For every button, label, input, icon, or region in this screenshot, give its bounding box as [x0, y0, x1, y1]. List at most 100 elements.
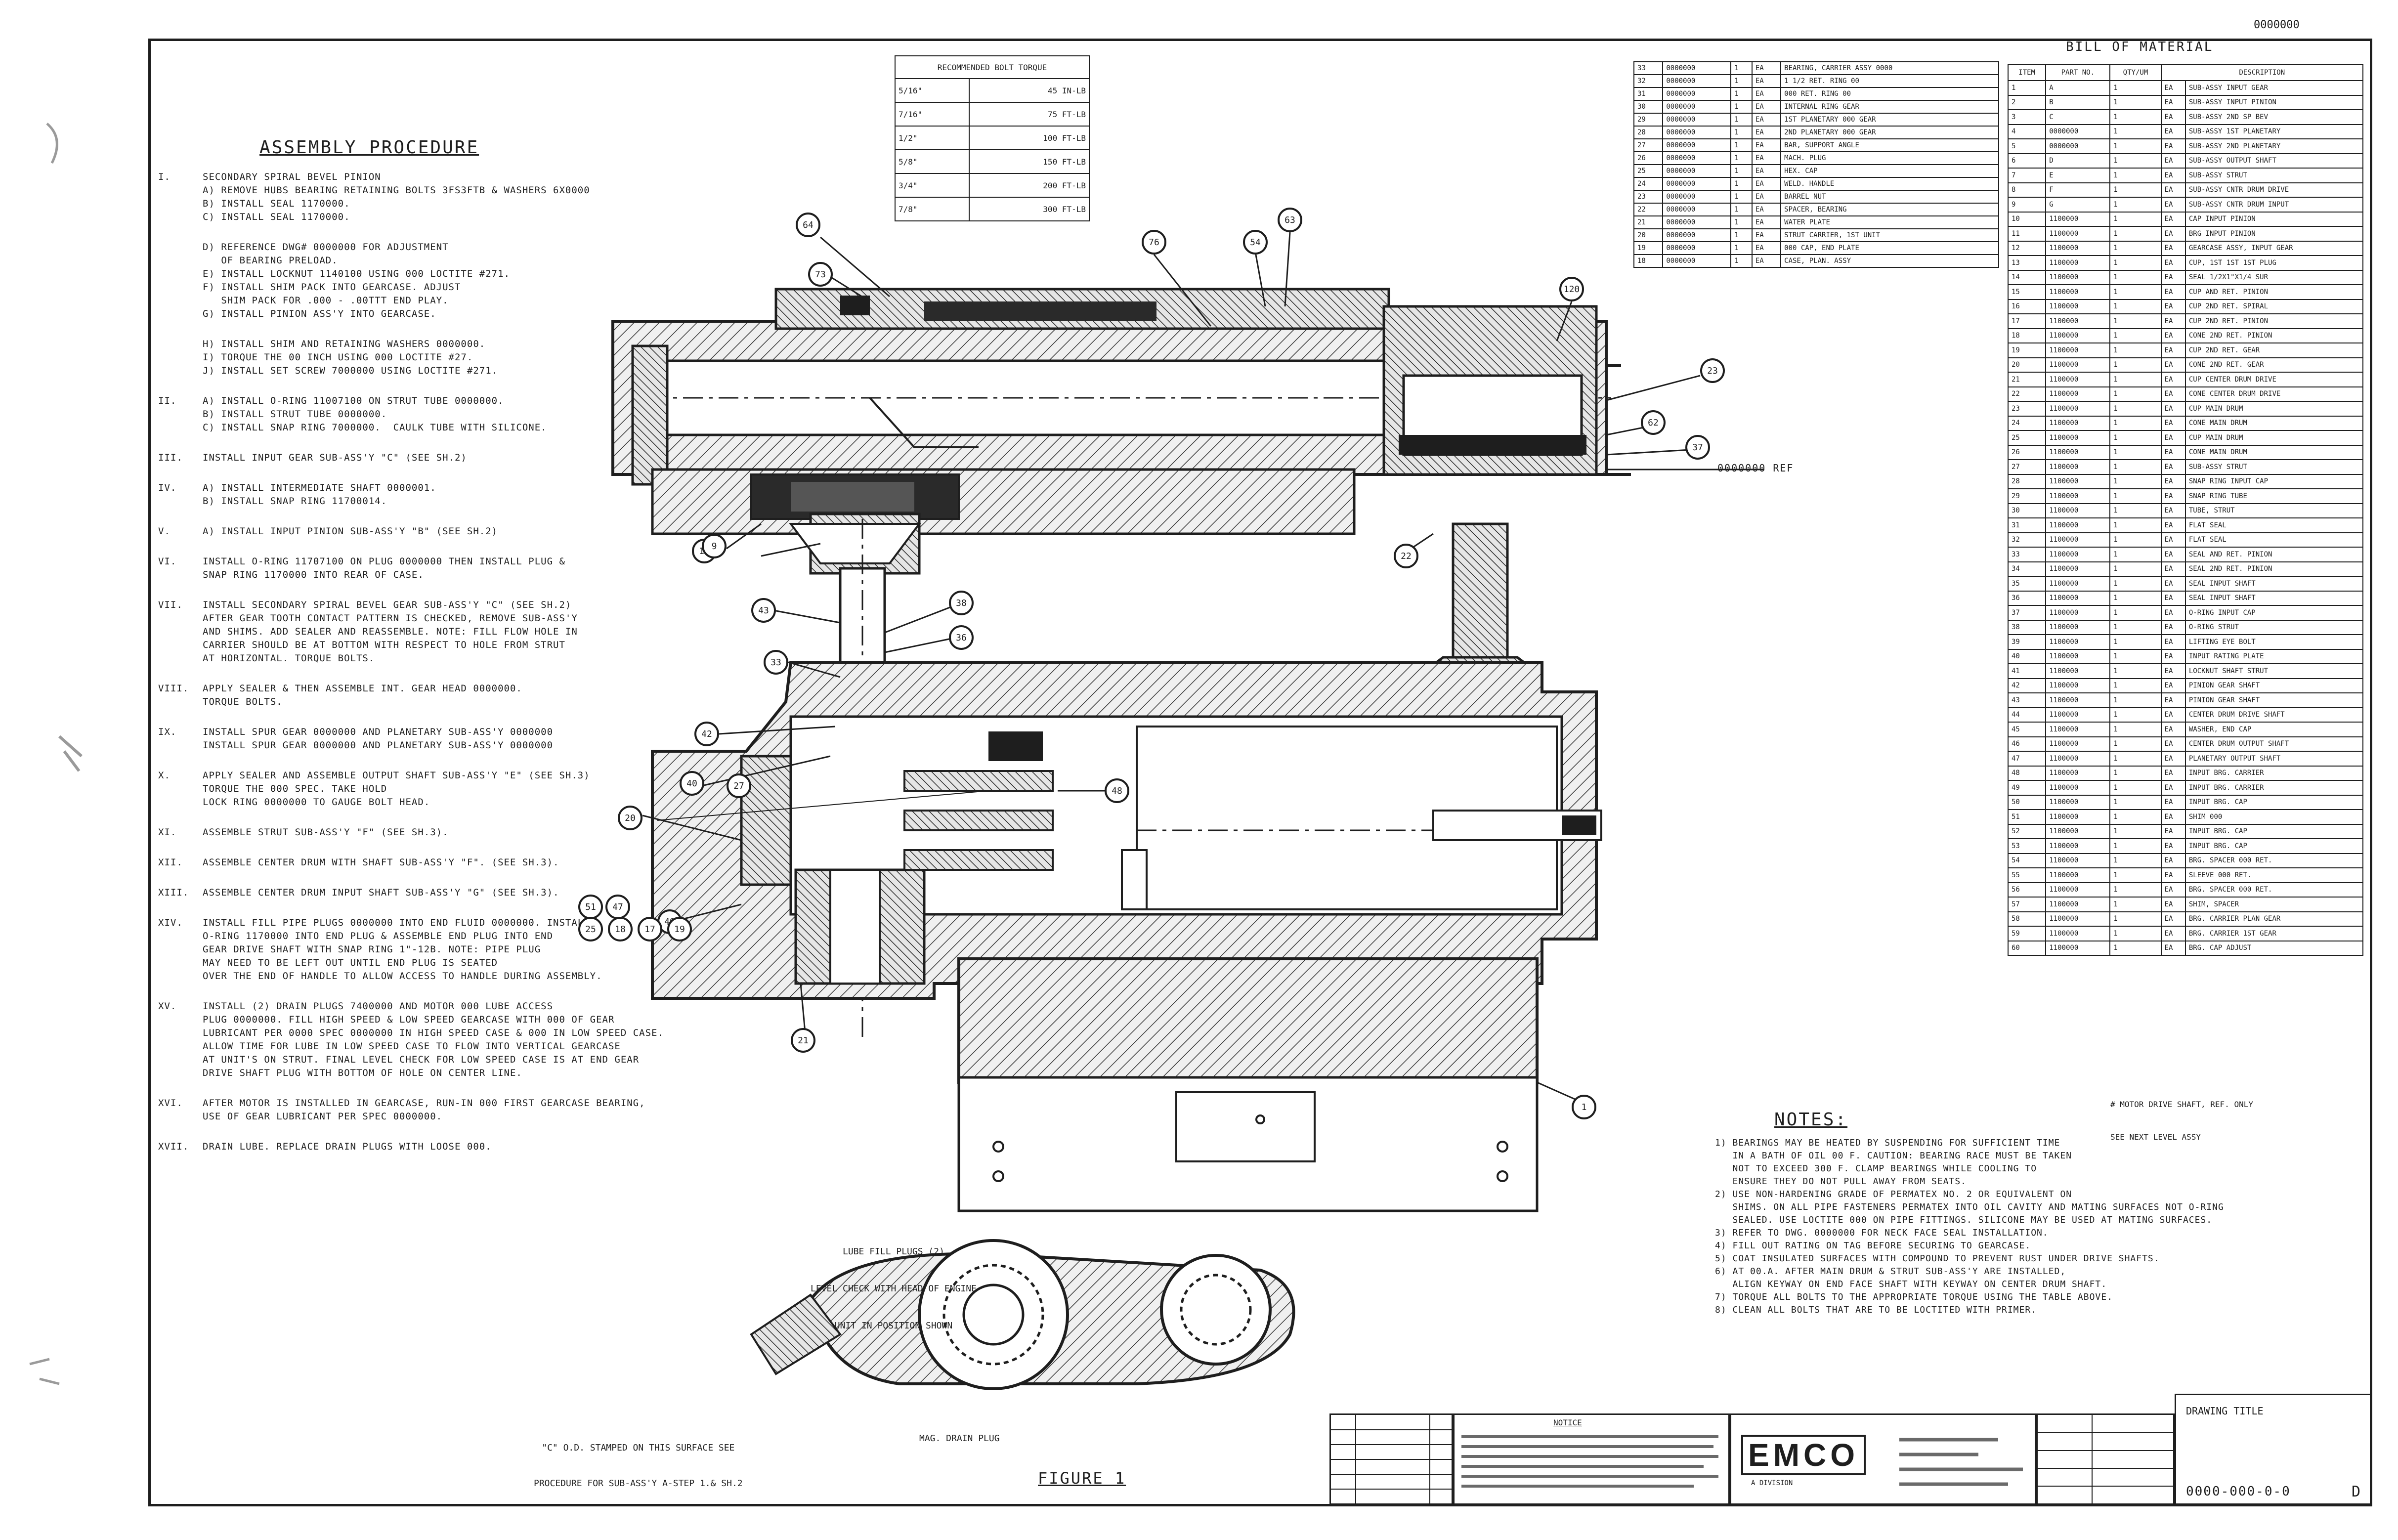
- bom-cell: 12: [2007, 240, 2047, 256]
- bom-cell: 0000000: [1662, 100, 1732, 114]
- bom-cell: 1: [2109, 707, 2162, 723]
- bom-cell: LIFTING EYE BOLT: [2184, 634, 2364, 650]
- bom-cell: GEARCASE ASSY, INPUT GEAR: [2184, 240, 2364, 256]
- approval-block: [2036, 1413, 2175, 1505]
- bom-cell: CASE, PLAN. ASSY: [1780, 254, 1999, 268]
- step-line: LOCK RING 0000000 TO GAUGE BOLT HEAD.: [203, 797, 430, 808]
- bom-cell: 1: [2109, 138, 2162, 154]
- note-line: 1) BEARINGS MAY BE HEATED BY SUSPENDING …: [1715, 1138, 2060, 1148]
- bom-cell: 1: [1730, 61, 1753, 75]
- bom-cell: 1: [2109, 692, 2162, 708]
- step-line: INSTALL SECONDARY SPIRAL BEVEL GEAR SUB-…: [203, 599, 572, 610]
- upper-housing: [611, 288, 1631, 486]
- bom-cell: 1: [2109, 284, 2162, 300]
- bom-cell: 1: [1730, 138, 1753, 152]
- callout-balloon: 62: [1641, 410, 1666, 435]
- bom-cell: EA: [1751, 151, 1782, 165]
- bom-header-cell: DESCRIPTION: [2160, 64, 2364, 81]
- note-line: ENSURE THEY DO NOT PULL AWAY FROM SEATS.: [1715, 1176, 1967, 1187]
- bom-cell: EA: [2160, 663, 2186, 679]
- bom-cell: EA: [2160, 897, 2186, 912]
- note-line: 7) TORQUE ALL BOLTS TO THE APPROPRIATE T…: [1715, 1292, 2113, 1302]
- step-line: INSTALL (2) DRAIN PLUGS 7400000 AND MOTO…: [203, 1001, 554, 1012]
- procedure-step: II.A) INSTALL O-RING 11007100 ON STRUT T…: [158, 394, 727, 434]
- step-line: CARRIER SHOULD BE AT BOTTOM WITH RESPECT…: [203, 640, 565, 650]
- bom-cell: 49: [2007, 780, 2047, 796]
- torque-row: 5/8"150 FT-LB: [895, 149, 1090, 174]
- bom-cell: 1100000: [2045, 328, 2111, 343]
- notes-title: NOTES:: [1774, 1110, 1848, 1130]
- torque-value: 150 FT-LB: [968, 149, 1090, 174]
- bom-cell: 36: [2007, 590, 2047, 606]
- mag-drain-note: MAG. DRAIN PLUG: [919, 1433, 1000, 1444]
- bolt-size: 5/16": [895, 78, 970, 103]
- callout-balloon: 51: [578, 895, 603, 919]
- step-line: INSTALL SPUR GEAR 0000000 AND PLANETARY …: [203, 727, 554, 737]
- bom-cell: 1: [1730, 203, 1753, 216]
- bolt-size: 1/2": [895, 126, 970, 150]
- bom-cell: EA: [1751, 126, 1782, 139]
- bom-cell: 1: [2109, 882, 2162, 898]
- bom-cell: 40: [2007, 648, 2047, 664]
- bom-cell: CONE MAIN DRUM: [2184, 444, 2364, 460]
- torque-row: 1/2"100 FT-LB: [895, 126, 1090, 150]
- lube-note-line: UNIT IN POSITION SHOWN: [834, 1321, 953, 1331]
- bom-cell: EA: [2160, 780, 2186, 796]
- bom-cell: 1: [1730, 74, 1753, 88]
- step-line: A) REMOVE HUBS BEARING RETAINING BOLTS 3…: [203, 185, 590, 196]
- bom-cell: 1100000: [2045, 459, 2111, 475]
- step-number: IV.: [158, 482, 177, 493]
- bom-cell: EA: [2160, 707, 2186, 723]
- company-sub: A DIVISION: [1751, 1479, 1793, 1487]
- callout-balloon: 23: [1700, 358, 1725, 383]
- step-line: ALLOW TIME FOR LUBE IN LOW SPEED CASE TO…: [203, 1041, 621, 1052]
- bom-cell: D: [2045, 153, 2111, 169]
- bom-cell: HEX. CAP: [1780, 164, 1999, 178]
- bom-cell: WELD. HANDLE: [1780, 177, 1999, 191]
- lube-note-line: LEVEL CHECK WITH HEAD OF ENGINE: [811, 1283, 977, 1294]
- bom-cell: C: [2045, 109, 2111, 125]
- bom-cell: 1100000: [2045, 576, 2111, 592]
- procedure-step: XV.INSTALL (2) DRAIN PLUGS 7400000 AND M…: [158, 1000, 727, 1080]
- callout-balloon: 9: [702, 534, 727, 558]
- bom-cell: 1: [2109, 269, 2162, 285]
- bom-cell: CONE MAIN DRUM: [2184, 415, 2364, 431]
- bom-cell: 1: [2109, 765, 2162, 781]
- callout-balloon: 64: [796, 213, 820, 237]
- note-line: SEALED. USE LOCTITE 000 ON PIPE FITTINGS…: [1715, 1215, 2213, 1225]
- step-number: XIV.: [158, 917, 183, 928]
- bom-cell: 1100000: [2045, 867, 2111, 883]
- bom-cell: 24: [1633, 177, 1664, 191]
- bom-cell: SUB-ASSY CNTR DRUM DRIVE: [2184, 182, 2364, 198]
- bom-cell: 19: [1633, 241, 1664, 255]
- bom-cell: 1: [2109, 590, 2162, 606]
- bom-cell: 28: [2007, 473, 2047, 489]
- bom-cell: EA: [2160, 488, 2186, 504]
- bom-cell: 1: [1730, 177, 1753, 191]
- bom-cell: 1100000: [2045, 415, 2111, 431]
- bom-cell: 1: [1730, 241, 1753, 255]
- bom-cell: 29: [1633, 113, 1664, 127]
- bom-cell: 50: [2007, 794, 2047, 810]
- step-line: ASSEMBLE STRUT SUB-ASS'Y "F" (SEE SH.3).: [203, 827, 449, 838]
- bom-cell: CENTER DRUM OUTPUT SHAFT: [2184, 736, 2364, 752]
- step-number: XVI.: [158, 1098, 183, 1109]
- torque-value: 200 FT-LB: [968, 173, 1090, 198]
- bom-cell: 18: [2007, 328, 2047, 343]
- callout-balloon: 54: [1243, 230, 1268, 255]
- bom-cell: 9: [2007, 197, 2047, 213]
- bom-cell: CUP MAIN DRUM: [2184, 401, 2364, 417]
